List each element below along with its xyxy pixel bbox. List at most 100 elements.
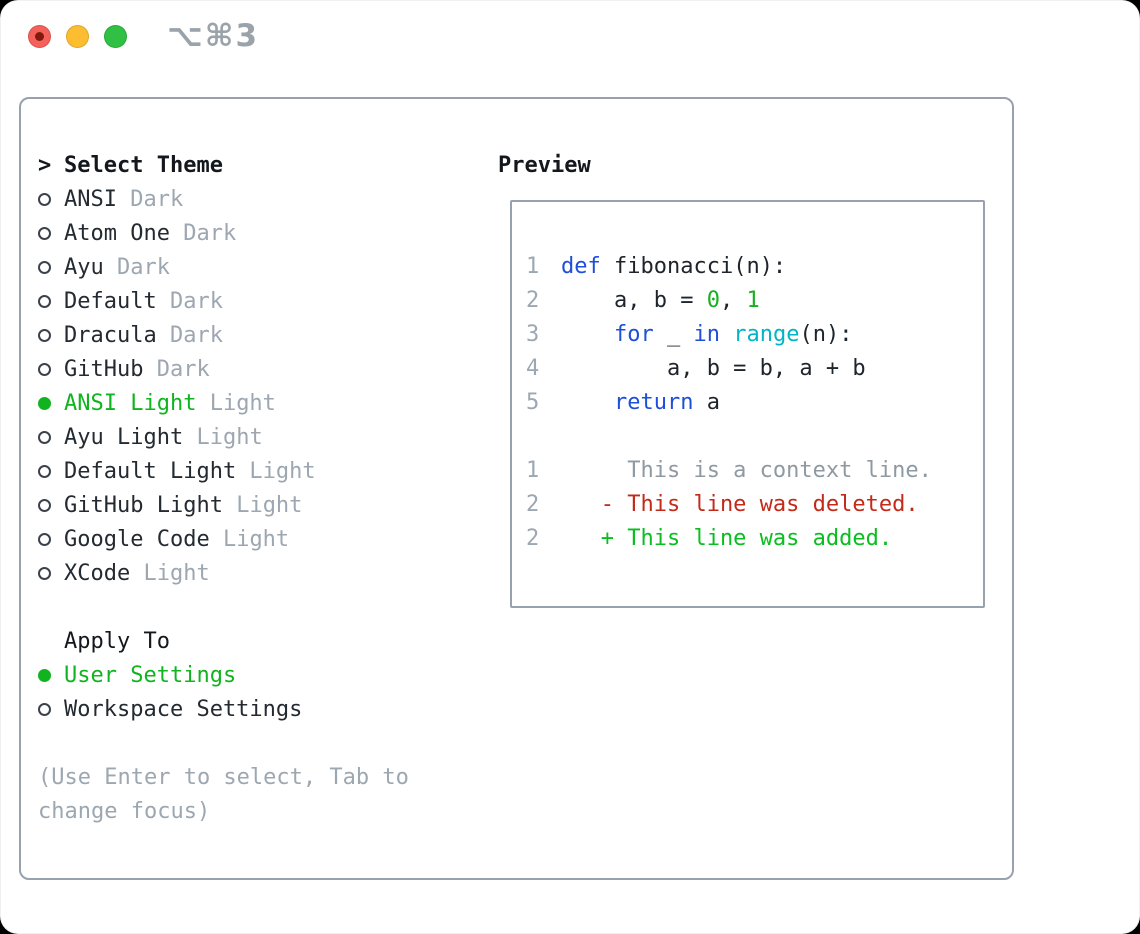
- theme-option[interactable]: Atom One Dark: [38, 216, 409, 250]
- radio-marker: [38, 498, 64, 512]
- theme-variant: Light: [222, 492, 303, 518]
- radio-marker: [38, 668, 64, 682]
- apply-to-header: Apply To: [38, 624, 409, 658]
- line-number: 1: [526, 253, 540, 279]
- theme-name: Google Code: [64, 526, 210, 552]
- theme-option[interactable]: Default Dark: [38, 284, 409, 318]
- code-token: ,: [719, 287, 747, 313]
- minimize-button-icon[interactable]: [66, 25, 89, 48]
- radio-marker: [38, 430, 64, 444]
- theme-name: Ayu: [64, 254, 104, 280]
- code-token: in: [693, 321, 720, 347]
- code-token: a: [693, 389, 720, 415]
- preview-line: 2 - This line was deleted.: [526, 487, 977, 521]
- code-token: 0: [706, 287, 720, 313]
- radio-selected-icon: [38, 668, 51, 682]
- line-number: 2: [526, 491, 540, 517]
- apply-to-option[interactable]: Workspace Settings: [38, 692, 409, 726]
- theme-option[interactable]: GitHub Light Light: [38, 488, 409, 522]
- theme-option[interactable]: GitHub Dark: [38, 352, 409, 386]
- theme-option[interactable]: Ayu Light Light: [38, 420, 409, 454]
- code-token: (n):: [799, 321, 853, 347]
- titlebar: [28, 25, 127, 48]
- radio-unselected-icon: [38, 464, 51, 478]
- theme-name: GitHub Light: [64, 492, 223, 518]
- apply-to-option[interactable]: User Settings: [38, 658, 409, 692]
- preview-line: 1 def fibonacci(n):: [526, 249, 977, 283]
- code-token: for: [613, 321, 654, 347]
- radio-marker: [38, 566, 64, 580]
- radio-unselected-icon: [38, 192, 51, 206]
- radio-unselected-icon: [38, 226, 51, 240]
- code-token: _: [653, 321, 694, 347]
- theme-name: ANSI: [64, 186, 117, 212]
- hint-line-2: change focus): [38, 798, 211, 824]
- theme-option[interactable]: Default Light Light: [38, 454, 409, 488]
- radio-marker: [38, 464, 64, 478]
- theme-variant: Dark: [116, 186, 184, 212]
- theme-option[interactable]: ANSI Dark: [38, 182, 409, 216]
- code-token: def: [561, 253, 601, 279]
- theme-option[interactable]: ANSI Light Light: [38, 386, 409, 420]
- radio-unselected-icon: [38, 532, 51, 546]
- line-number: 2: [526, 287, 540, 313]
- theme-name: Default: [64, 288, 157, 314]
- theme-option[interactable]: Google Code Light: [38, 522, 409, 556]
- theme-name: Default Light: [64, 458, 237, 484]
- preview-line: 1 This is a context line.: [526, 453, 977, 487]
- theme-variant: Light: [130, 560, 210, 586]
- hint-line-1: (Use Enter to select, Tab to: [38, 764, 409, 790]
- code-token: return: [613, 389, 694, 415]
- theme-variant: Dark: [143, 356, 210, 382]
- code-token: [561, 322, 614, 347]
- code-token: fibonacci(n):: [600, 253, 787, 279]
- preview-line: 3 for _ in range(n):: [526, 317, 977, 351]
- line-number: 1: [526, 457, 540, 483]
- radio-marker: [38, 396, 64, 410]
- apply-to-option-label: User Settings: [64, 662, 237, 688]
- theme-variant: Light: [183, 424, 263, 450]
- radio-unselected-icon: [38, 260, 51, 274]
- theme-variant: Light: [196, 390, 276, 416]
- radio-selected-icon: [38, 396, 51, 410]
- apply-to-title: Apply To: [64, 628, 170, 654]
- zoom-button-icon[interactable]: [104, 25, 127, 48]
- radio-unselected-icon: [38, 362, 51, 376]
- theme-name: Dracula: [64, 322, 157, 348]
- theme-variant: Dark: [169, 220, 237, 246]
- code-token: range: [733, 321, 800, 347]
- code-token: 1: [746, 287, 760, 313]
- focus-marker: >: [38, 153, 64, 178]
- theme-variant: Dark: [156, 322, 223, 348]
- radio-marker: [38, 226, 64, 240]
- code-token: [720, 322, 733, 347]
- code-token: + This line was added.: [561, 525, 893, 551]
- theme-variant: Light: [209, 526, 290, 552]
- apply-to-option-label: Workspace Settings: [64, 696, 303, 722]
- line-number: 3: [526, 321, 540, 347]
- radio-marker: [38, 294, 64, 308]
- radio-marker: [38, 362, 64, 376]
- line-number: 5: [526, 389, 540, 415]
- theme-name: GitHub: [64, 356, 144, 382]
- preview-line: 2 a, b = 0, 1: [526, 283, 977, 317]
- theme-option[interactable]: Dracula Dark: [38, 318, 409, 352]
- close-button-icon[interactable]: [28, 25, 51, 48]
- radio-marker: [38, 702, 64, 716]
- preview-line: 4 a, b = b, a + b: [526, 351, 977, 385]
- code-token: [561, 390, 614, 415]
- theme-option[interactable]: XCode Light: [38, 556, 409, 590]
- spacer: [38, 726, 409, 760]
- radio-marker: [38, 260, 64, 274]
- radio-unselected-icon: [38, 702, 51, 716]
- theme-option[interactable]: Ayu Dark: [38, 250, 409, 284]
- theme-variant: Light: [236, 458, 316, 484]
- preview-line: 2 + This line was added.: [526, 521, 977, 555]
